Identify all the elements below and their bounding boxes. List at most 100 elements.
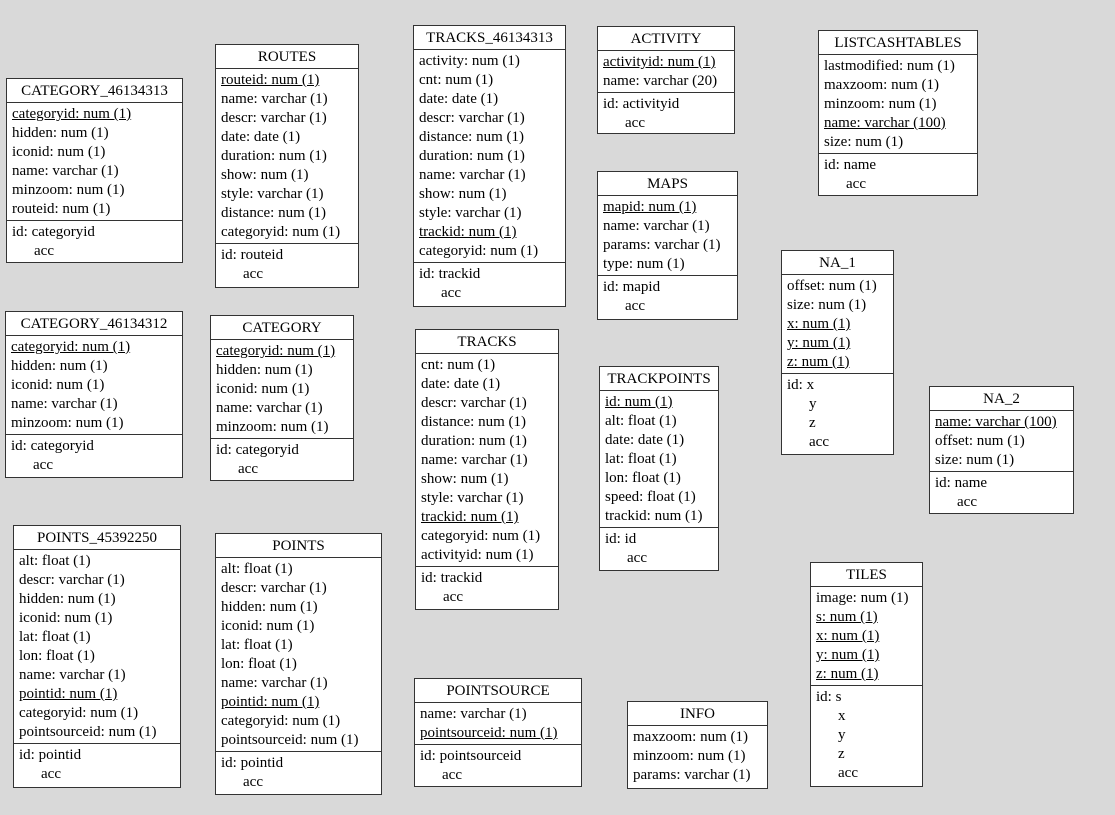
attribute: offset: num (1) — [935, 433, 1025, 449]
attribute: params: varchar (1) — [633, 767, 751, 783]
attribute: date: date (1) — [419, 91, 499, 107]
entity-title: POINTS — [216, 534, 381, 558]
attribute: type: num (1) — [603, 256, 685, 272]
entity-title: TRACKS_46134313 — [414, 26, 565, 50]
attribute: minzoom: num (1) — [633, 748, 746, 764]
attribute: activity: num (1) — [419, 53, 520, 69]
attribute: categoryid: num (1) — [421, 528, 541, 544]
entity-title: TRACKS — [416, 330, 558, 354]
attribute: name: varchar (1) — [421, 452, 528, 468]
attribute: trackid: num (1) — [605, 508, 703, 524]
attribute: style: varchar (1) — [421, 490, 524, 506]
identifier-field: x — [838, 708, 846, 724]
attribute: categoryid: num (1) — [419, 243, 539, 259]
identifier-field: acc — [34, 243, 54, 259]
attribute: alt: float (1) — [19, 553, 91, 569]
key-attribute: activityid: num (1) — [603, 54, 716, 70]
identifier-field: acc — [625, 115, 645, 131]
attribute: pointsourceid: num (1) — [19, 724, 157, 740]
attribute: name: varchar (1) — [12, 163, 119, 179]
entity-title: TILES — [811, 563, 922, 587]
identifier-field: acc — [957, 494, 977, 510]
attribute: date: date (1) — [221, 129, 301, 145]
key-attribute: trackid: num (1) — [419, 224, 517, 240]
attribute: hidden: num (1) — [216, 362, 313, 378]
identifier-label: id: id — [605, 531, 637, 547]
attribute: name: varchar (1) — [603, 218, 710, 234]
attribute-list: alt: float (1)descr: varchar (1)hidden: … — [14, 550, 180, 743]
attribute: lat: float (1) — [19, 629, 91, 645]
identifier-section: id: pointsourceid acc — [415, 744, 581, 787]
identifier-field: acc — [441, 285, 461, 301]
identifier-field: acc — [443, 589, 463, 605]
key-attribute: pointid: num (1) — [221, 694, 320, 710]
attribute-list: name: varchar (100)offset: num (1)size: … — [930, 411, 1073, 471]
attribute: duration: num (1) — [221, 148, 327, 164]
key-attribute: y: num (1) — [816, 647, 880, 663]
identifier-section: id: activityid acc — [598, 92, 734, 135]
attribute: name: varchar (1) — [419, 167, 526, 183]
attribute-list: maxzoom: num (1) minzoom: num (1) params: … — [628, 726, 767, 786]
identifier-label: id: pointsourceid — [420, 748, 522, 764]
attribute: descr: varchar (1) — [221, 110, 327, 126]
key-attribute: z: num (1) — [787, 354, 850, 370]
attribute: minzoom: num (1) — [11, 415, 124, 431]
identifier-label: id: pointid — [221, 755, 284, 771]
key-attribute: x: num (1) — [816, 628, 880, 644]
identifier-field: acc — [238, 461, 258, 477]
key-attribute: categoryid: num (1) — [12, 106, 132, 122]
entity-title: CATEGORY_46134313 — [7, 79, 182, 103]
attribute-list: offset: num (1)size: num (1)x: num (1)y:… — [782, 275, 893, 373]
attribute: lat: float (1) — [605, 451, 677, 467]
identifier-label: id: pointid — [19, 747, 82, 763]
attribute: name: varchar (1) — [221, 675, 328, 691]
identifier-field: z — [838, 746, 845, 762]
attribute-list: lastmodified: num (1)maxzoom: num (1)min… — [819, 55, 977, 153]
entity-title: CATEGORY_46134312 — [6, 312, 182, 336]
key-attribute: z: num (1) — [816, 666, 879, 682]
identifier-label: id: activityid — [603, 96, 680, 112]
attribute: maxzoom: num (1) — [824, 77, 939, 93]
entity-title: TRACKPOINTS — [600, 367, 718, 391]
attribute: date: date (1) — [605, 432, 685, 448]
identifier-field: acc — [442, 767, 462, 783]
identifier-label: id: mapid — [603, 279, 661, 295]
attribute: lastmodified: num (1) — [824, 58, 955, 74]
attribute: descr: varchar (1) — [421, 395, 527, 411]
attribute-list: id: num (1)alt: float (1)date: date (1)l… — [600, 391, 718, 527]
attribute: activityid: num (1) — [421, 547, 534, 563]
attribute: iconid: num (1) — [221, 618, 315, 634]
identifier-label: id: s — [816, 689, 842, 705]
attribute: alt: float (1) — [605, 413, 677, 429]
identifier-field: acc — [625, 298, 645, 314]
identifier-label: id: categoryid — [11, 438, 94, 454]
identifier-field: acc — [838, 765, 858, 781]
entity-title: ACTIVITY — [598, 27, 734, 51]
key-attribute: pointid: num (1) — [19, 686, 118, 702]
identifier-field: acc — [846, 176, 866, 192]
identifier-label: id: categoryid — [216, 442, 299, 458]
attribute: pointsourceid: num (1) — [221, 732, 359, 748]
attribute: lat: float (1) — [221, 637, 293, 653]
attribute-list: cnt: num (1)date: date (1)descr: varchar… — [416, 354, 558, 566]
attribute: size: num (1) — [824, 134, 904, 150]
attribute-list: categoryid: num (1)hidden: num (1)iconid… — [6, 336, 182, 434]
attribute: maxzoom: num (1) — [633, 729, 748, 745]
attribute: distance: num (1) — [221, 205, 326, 221]
